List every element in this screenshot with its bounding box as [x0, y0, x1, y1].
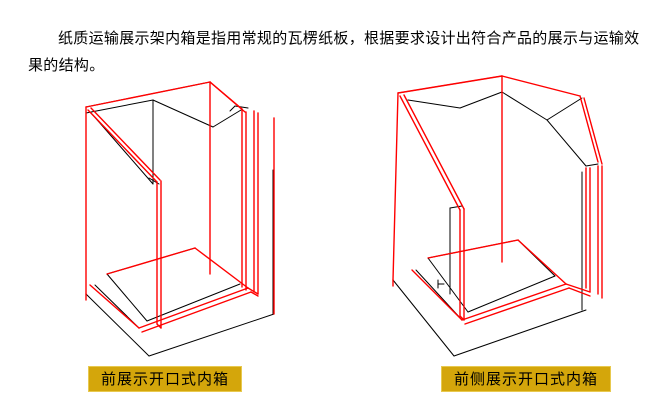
caption-front-open-inner-box: 前展示开口式内箱: [88, 366, 243, 392]
figure-front-open-inner-box: [35, 62, 335, 364]
front-open-inner-box-linework: [85, 81, 275, 357]
cut-lines-group: [392, 75, 603, 325]
caption-front-side-open-inner-box: 前侧展示开口式内箱: [441, 366, 612, 392]
figures-container: [0, 62, 665, 364]
captions-row: 前展示开口式内箱 前侧展示开口式内箱: [0, 366, 665, 398]
front-side-open-inner-box-linework: [392, 75, 603, 357]
cut-lines-group: [85, 81, 275, 333]
intro-paragraph: 纸质运输展示架内箱是指用常规的瓦楞纸板，根据要求设计出符合产品的展示与运输效果的…: [28, 29, 640, 74]
figure-front-side-open-inner-box: [350, 62, 650, 364]
